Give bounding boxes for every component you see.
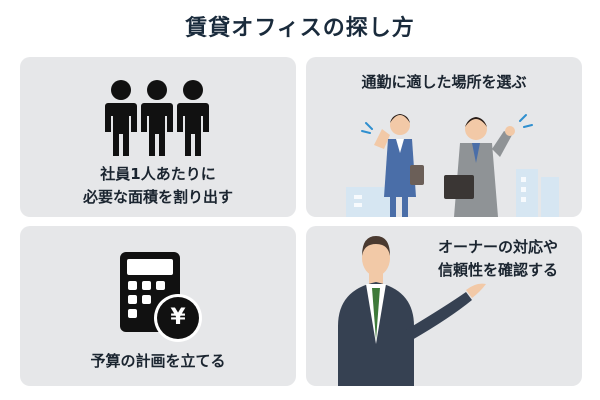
owner-text-line2: 信頼性を確認する <box>437 261 558 279</box>
staff-text-line1: 社員1人あたりに <box>100 165 216 183</box>
businessman-icon <box>338 236 486 386</box>
page-title: 賃貸オフィスの探し方 <box>185 16 415 41</box>
card-staff-area: 社員1人あたりに 必要な面積を割り出す <box>20 57 296 217</box>
card-owner-check: オーナーの対応や 信頼性を確認する <box>306 226 582 386</box>
card-budget-plan: ¥ 予算の計画を立てる <box>20 226 296 386</box>
calculator-yen-icon <box>120 252 202 342</box>
owner-text-line1: オーナーの対応や <box>437 238 558 256</box>
yen-symbol: ¥ <box>170 305 186 330</box>
commuters-icon <box>346 114 559 217</box>
card-commute-location: 通勤に適した場所を選ぶ <box>306 57 582 217</box>
commute-text: 通勤に適した場所を選ぶ <box>361 73 527 91</box>
budget-text: 予算の計画を立てる <box>90 352 226 370</box>
staff-text-line2: 必要な面積を割り出す <box>82 188 233 206</box>
people-group-icon <box>105 80 209 156</box>
